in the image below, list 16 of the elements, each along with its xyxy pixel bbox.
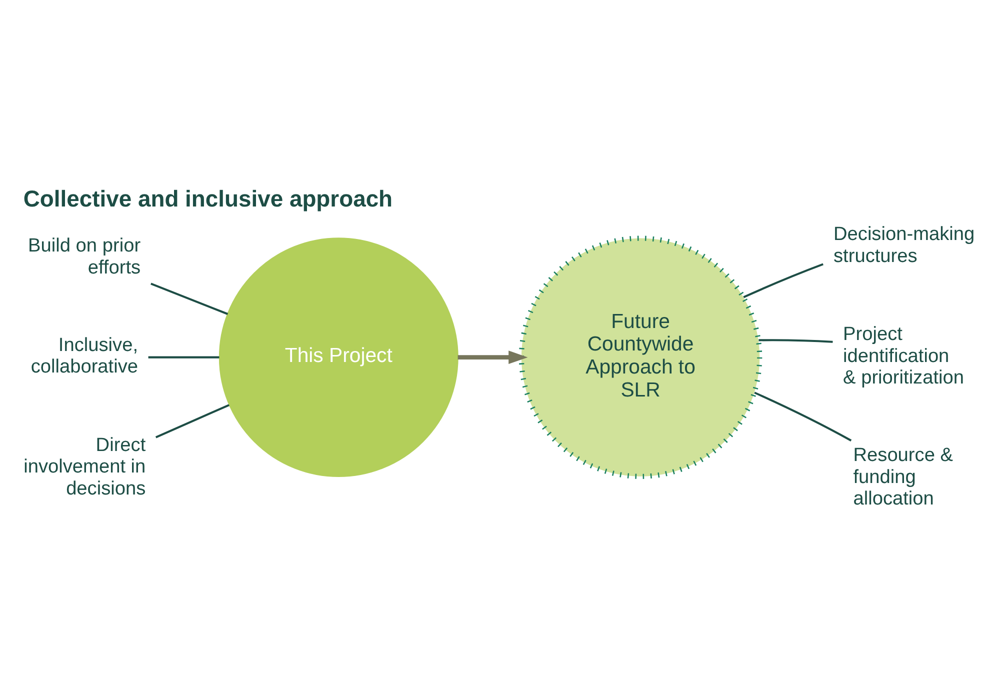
node-text: Project identification & prioritization	[843, 324, 964, 388]
node-circle: This Project	[218, 238, 458, 478]
connector	[743, 263, 824, 298]
node-text: Direct involvement in decisions	[24, 434, 146, 500]
node-text: Decision-making structures	[833, 224, 975, 267]
connector	[150, 282, 228, 315]
node-circle: Future Countywide Approach to SLR	[518, 236, 762, 479]
diagram-title: Collective and inclusive approach	[23, 185, 393, 212]
node-text: Build on prior efforts	[28, 236, 141, 278]
connector	[148, 356, 220, 358]
connector	[754, 392, 852, 442]
connector	[155, 404, 230, 438]
node-text: Resource & funding allocation	[853, 445, 954, 510]
arrow	[458, 350, 528, 364]
connector	[758, 339, 833, 343]
node-text: Inclusive, collaborative	[30, 334, 138, 378]
